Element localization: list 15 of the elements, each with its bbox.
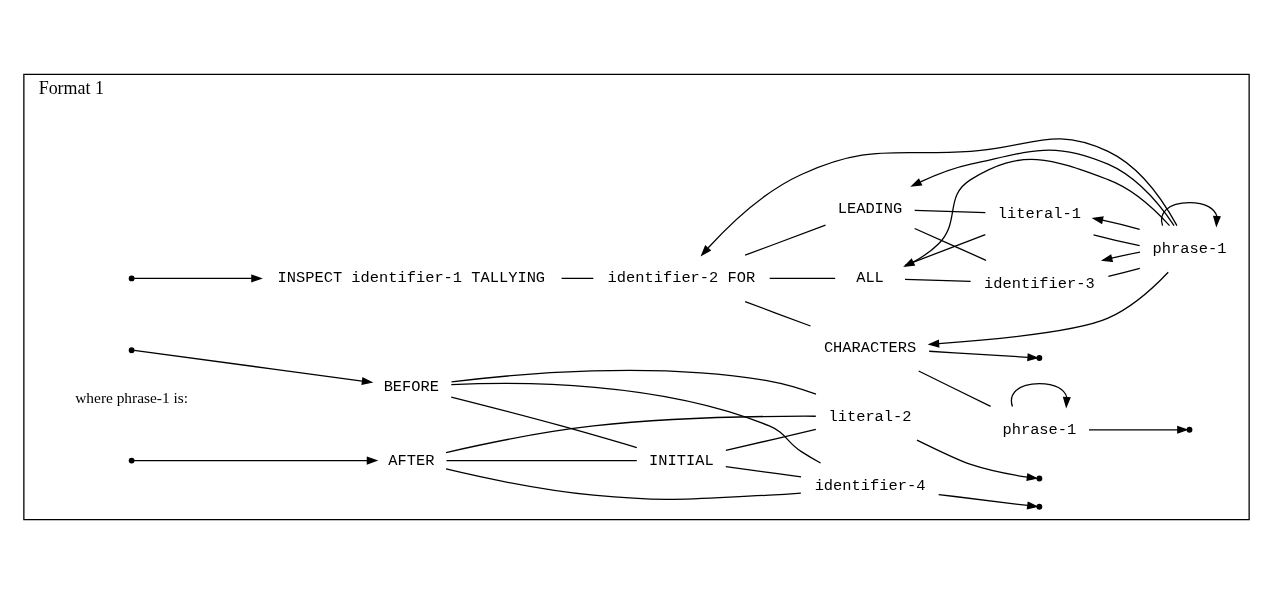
node-text: LEADING: [837, 199, 903, 218]
node-text: literal-2: [828, 407, 912, 426]
node-text: phrase-1: [1152, 239, 1227, 258]
node-text: identifier-4: [814, 476, 926, 495]
node-text: BEFORE: [383, 377, 440, 396]
node-text: literal-1: [997, 204, 1081, 223]
node-text: identifier-2 FOR: [607, 268, 756, 287]
node-text: CHARACTERS: [823, 338, 917, 357]
node-text: INITIAL: [649, 451, 714, 470]
node-text: identifier-3: [984, 274, 1095, 293]
node-text: INSPECT identifier-1 TALLYING: [277, 268, 546, 287]
node-text: ALL: [856, 268, 884, 287]
node-text: phrase-1: [1002, 420, 1077, 439]
label: where phrase-1 is:: [75, 388, 188, 406]
node-text: AFTER: [388, 451, 435, 470]
